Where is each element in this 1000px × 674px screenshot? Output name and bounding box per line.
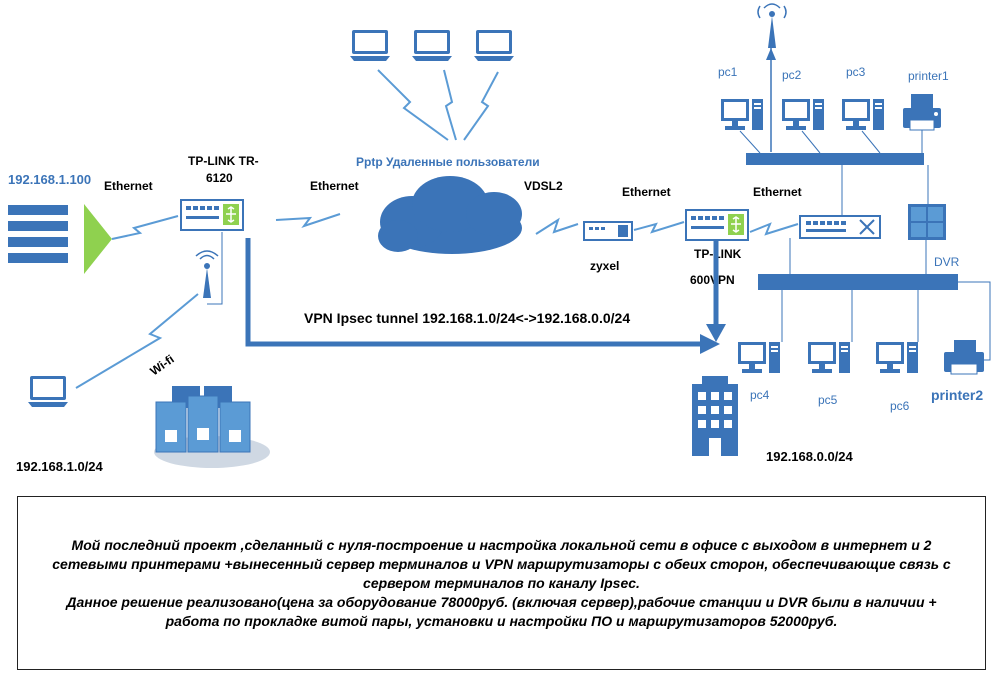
office-building-icon [692, 376, 738, 456]
internet-cloud-icon [378, 176, 522, 254]
description-line-4: Данное решение реализовано(цена за обору… [66, 593, 937, 610]
vdsl-link [535, 217, 579, 235]
server-cluster-icon [154, 386, 270, 468]
pptp-link-3 [463, 71, 499, 141]
switch-right-icon [799, 215, 881, 239]
vdsl-label: VDSL2 [524, 179, 563, 193]
router-left-label-line1: TP-LINK TR- [188, 154, 259, 168]
pc5-label: pc5 [818, 393, 838, 407]
office-antenna-icon [757, 3, 787, 48]
laptop-remote-3-icon [474, 30, 514, 61]
pc2-label: pc2 [782, 68, 802, 82]
ethernet-label-2: Ethernet [310, 179, 359, 193]
ip-server-label: 192.168.1.100 [8, 172, 91, 187]
router-left-icon [180, 199, 244, 231]
dvr-label: DVR [934, 255, 960, 269]
router-down-arrowhead [706, 324, 726, 342]
printer2-label: printer2 [931, 387, 983, 403]
ethernet-link-1 [111, 215, 179, 240]
ethernet-link-2 [275, 213, 341, 228]
pc2-icon [782, 99, 824, 130]
antenna-arrowhead [766, 48, 776, 60]
router-right-icon [685, 209, 749, 241]
description-box: Мой последний проект ,сделанный с нуля-п… [17, 496, 986, 670]
pc5-icon [808, 342, 850, 373]
vpn-tunnel-label: VPN Ipsec tunnel 192.168.1.0/24<->192.16… [304, 310, 630, 326]
pc3-link [861, 130, 881, 154]
pc1-link [739, 130, 761, 154]
pc3-icon [842, 99, 884, 130]
ethernet-label-4: Ethernet [753, 185, 802, 199]
printer2-link [958, 281, 991, 361]
vpn-tunnel-arrowhead [700, 334, 720, 354]
laptop-remote-2-icon [412, 30, 452, 61]
antenna-link [207, 232, 223, 305]
description-line-1: Мой последний проект ,сделанный с нуля-п… [71, 536, 932, 553]
pc2-link [801, 130, 821, 154]
subnet-left-label: 192.168.1.0/24 [16, 459, 104, 474]
laptop-remote-1-icon [350, 30, 390, 61]
printer1-label: printer1 [908, 69, 949, 83]
server-rack-icon [8, 204, 112, 274]
ethernet-label-3: Ethernet [622, 185, 671, 199]
pc6-icon [876, 342, 918, 373]
subnet-right-label: 192.168.0.0/24 [766, 449, 854, 464]
pc6-label: pc6 [890, 399, 910, 413]
wifi-label: Wi-fi [147, 352, 176, 378]
zyxel-modem-icon [583, 221, 633, 241]
pc4-icon [738, 342, 780, 373]
router-right-label-line2: 600VPN [690, 273, 735, 287]
description-line-3: сервером терминалов по каналу Ipsec. [363, 574, 640, 591]
zyxel-label: zyxel [590, 259, 619, 273]
description-line-2: сетевыми принтерами +вынесенный сервер т… [52, 555, 951, 572]
description-line-5: работа по прокладке витой пары, установк… [165, 612, 838, 629]
printer2-icon [944, 340, 984, 375]
laptop-left-icon [28, 376, 68, 407]
pc1-icon [721, 99, 763, 130]
wifi-antenna-icon [195, 250, 219, 298]
pc1-label: pc1 [718, 65, 738, 79]
printer1-icon [903, 94, 941, 131]
router-left-label-line2: 6120 [206, 171, 233, 185]
description-text: Мой последний проект ,сделанный с нуля-п… [27, 536, 977, 631]
pptp-link-2 [443, 69, 457, 141]
ethernet-label-1: Ethernet [104, 179, 153, 193]
wifi-link [75, 293, 199, 389]
vpn-tunnel-line [245, 238, 702, 347]
ethernet-link-4 [749, 222, 799, 236]
pptp-label: Pptp Удаленные пользователи [356, 155, 540, 169]
pc4-label: pc4 [750, 388, 770, 402]
bottom-bus-bar [758, 274, 958, 290]
ethernet-link-3 [633, 221, 685, 234]
pc3-label: pc3 [846, 65, 866, 79]
pptp-link-1 [377, 69, 449, 141]
top-bus-bar [746, 153, 924, 165]
dvr-icon [908, 204, 946, 240]
